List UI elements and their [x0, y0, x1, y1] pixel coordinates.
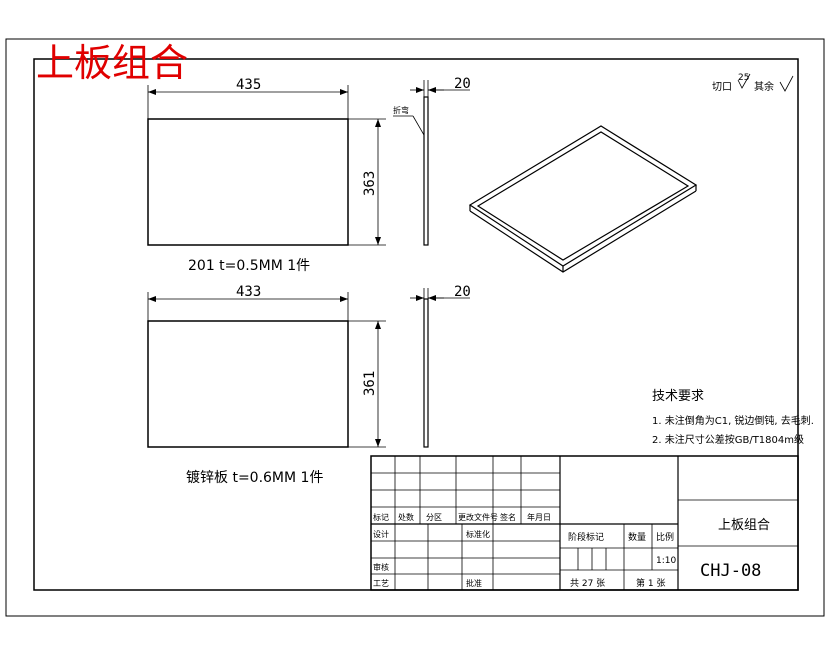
- tech-requirements-title: 技术要求: [652, 389, 704, 404]
- svg-text:设计: 设计: [373, 529, 389, 539]
- part1-plate-outline: [147, 118, 349, 246]
- svg-text:标记: 标记: [373, 512, 389, 522]
- svg-text:其余: 其余: [754, 80, 774, 93]
- outer-border: [5, 38, 825, 617]
- svg-text:更改文件号: 更改文件号: [458, 512, 498, 522]
- svg-text:签名: 签名: [500, 512, 516, 522]
- sheets-total: 共 27 张: [570, 578, 605, 589]
- svg-text:比例: 比例: [656, 531, 674, 543]
- surface-roughness-note: 切口 25 其余: [712, 73, 794, 93]
- title-block-text: 标记 处数 分区 更改文件号 签名 年月日 设计 标准化 审核 工艺 批准 阶段…: [373, 512, 770, 589]
- roughness-symbol-rest-icon: [779, 75, 794, 92]
- title-block: [370, 455, 799, 591]
- tech-requirements: 技术要求 1. 未注倒角为C1, 锐边倒钝, 去毛刺. 2. 未注尺寸公差按GB…: [652, 389, 814, 446]
- part1-edge-note: 折弯: [393, 105, 409, 115]
- svg-text:审核: 审核: [373, 562, 389, 572]
- part2-thickness-label: 20: [454, 284, 471, 300]
- part2-caption: 镀锌板 t=0.6MM 1件: [186, 469, 323, 486]
- sheet-number: 第 1 张: [636, 577, 665, 589]
- part1-side-view: [423, 96, 429, 246]
- svg-text:阶段标记: 阶段标记: [568, 531, 604, 543]
- part2-side-view: [423, 298, 429, 448]
- red-title: 上板组合: [36, 41, 188, 85]
- isometric-view: [468, 125, 698, 273]
- part2-width-label: 433: [236, 284, 261, 300]
- svg-text:25: 25: [738, 73, 749, 83]
- svg-text:切口: 切口: [712, 81, 732, 93]
- part1-height-label: 363: [362, 171, 378, 196]
- tech-requirement-2: 2. 未注尺寸公差按GB/T1804m级: [652, 433, 804, 446]
- part2-view: 433 361 20 镀锌板 t=0.6MM 1件: [147, 284, 471, 486]
- svg-text:工艺: 工艺: [373, 579, 389, 588]
- part-name: 上板组合: [718, 518, 770, 533]
- svg-text:年月日: 年月日: [527, 512, 551, 522]
- scale-value: 1:10: [656, 556, 676, 566]
- tech-requirement-1: 1. 未注倒角为C1, 锐边倒钝, 去毛刺.: [652, 414, 814, 427]
- roughness-symbol-icon: [737, 73, 751, 89]
- part1-width-label: 435: [236, 77, 261, 93]
- part2-plate-outline: [147, 320, 349, 448]
- part1-thickness-label: 20: [454, 76, 471, 92]
- svg-text:批准: 批准: [466, 578, 482, 588]
- part1-caption: 201 t=0.5MM 1件: [188, 258, 310, 274]
- svg-text:分区: 分区: [426, 513, 442, 522]
- part1-view: 435 363 20 折弯 201 t=0.5MM 1件: [147, 76, 471, 274]
- svg-text:处数: 处数: [398, 512, 414, 522]
- svg-text:标准化: 标准化: [466, 529, 490, 539]
- drawing-number: CHJ-08: [700, 561, 761, 581]
- part2-height-label: 361: [362, 371, 378, 396]
- svg-text:数量: 数量: [628, 531, 646, 543]
